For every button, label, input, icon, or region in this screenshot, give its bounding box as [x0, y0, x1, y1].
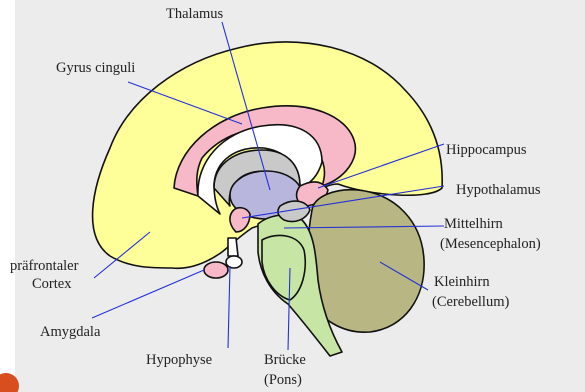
pituitary-stalk-region	[228, 238, 238, 256]
label-gyrus-cinguli: Gyrus cinguli	[56, 60, 135, 76]
amygdala-region	[204, 262, 228, 278]
label-kleinhirn: Kleinhirn	[434, 274, 490, 290]
label-mittelhirn: Mittelhirn	[444, 216, 504, 232]
label-mesencephalon: (Mesencephalon)	[440, 236, 541, 252]
label-hippocampus: Hippocampus	[446, 142, 527, 158]
label-hypothalamus: Hypothalamus	[456, 182, 541, 198]
label-amygdala: Amygdala	[40, 324, 101, 340]
label-thalamus: Thalamus	[166, 6, 224, 22]
label-bruecke: Brücke	[264, 352, 306, 368]
pituitary-region	[226, 256, 242, 268]
label-hypophyse: Hypophyse	[146, 352, 212, 368]
label-cerebellum: (Cerebellum)	[432, 294, 509, 310]
label-pons: (Pons)	[264, 372, 302, 388]
label-praefrontaler: präfrontaler	[10, 258, 79, 274]
label-cortex: Cortex	[32, 276, 72, 292]
